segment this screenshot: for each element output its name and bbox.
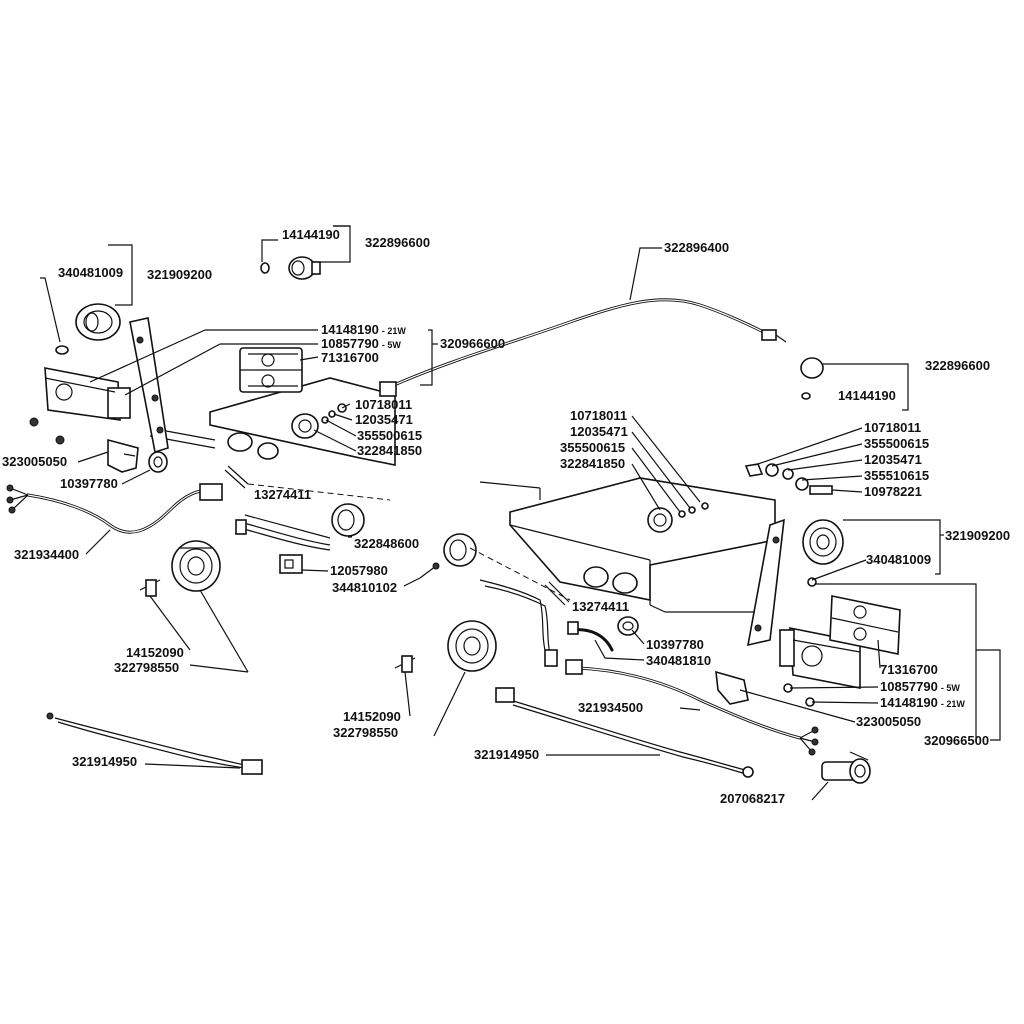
label-355500615-left: 355500615 xyxy=(357,428,423,443)
label-10978221: 10978221 xyxy=(864,484,922,499)
label-321934500: 321934500 xyxy=(578,700,644,715)
right-bracket-plate-323005050 xyxy=(715,670,749,705)
right-rear-lamp-lens xyxy=(829,595,901,655)
label-321909200-left: 321909200 xyxy=(147,267,213,282)
harness-321914950-left xyxy=(46,712,263,775)
label-10718011-left: 10718011 xyxy=(355,397,413,412)
mid-washers xyxy=(647,502,709,533)
label-322841850-left: 322841850 xyxy=(357,443,423,458)
label-5w-right: - 5W xyxy=(940,683,960,693)
mid-round-grommet xyxy=(443,533,477,567)
label-71316700-right: 71316700 xyxy=(880,662,938,677)
top-bulb-socket xyxy=(260,256,321,280)
label-322798550-left: 322798550 xyxy=(114,660,180,675)
label-14152090-left: 14152090 xyxy=(126,645,184,660)
label-10718011-mid: 10718011 xyxy=(570,408,628,423)
left-fog-lamp xyxy=(171,540,221,592)
harness-321934500 xyxy=(565,659,819,756)
label-14148190-right: 14148190- 21W xyxy=(880,696,965,711)
label-5w-left: - 5W xyxy=(381,340,401,350)
mid-pin-13274411 xyxy=(544,581,570,606)
left-reflector-lamp xyxy=(75,303,121,341)
harness-321934400 xyxy=(6,483,223,534)
mid-fog-lamp xyxy=(447,620,497,672)
left-round-grommet-322848600 xyxy=(331,503,365,537)
label-321909200-right: 321909200 xyxy=(945,528,1011,543)
left-grommet-10397780 xyxy=(148,451,168,473)
label-12035471-right: 12035471 xyxy=(864,452,922,467)
left-mounting-bracket xyxy=(129,317,169,454)
right-hardware xyxy=(744,357,833,707)
label-10397780-left: 10397780 xyxy=(60,476,118,491)
label-10397780-right: 10397780 xyxy=(646,637,704,652)
label-321914950-mid: 321914950 xyxy=(474,747,540,762)
mid-fog-bulb xyxy=(394,655,416,673)
label-320966600: 320966600 xyxy=(440,336,506,351)
label-322896400: 322896400 xyxy=(664,240,730,255)
socket-207068217 xyxy=(821,751,871,784)
label-322896600-top: 322896600 xyxy=(365,235,431,250)
label-321934400: 321934400 xyxy=(14,547,80,562)
right-tail-light xyxy=(779,627,861,689)
label-12057980: 12057980 xyxy=(330,563,388,578)
label-10718011-right: 10718011 xyxy=(864,420,922,435)
label-322848600: 322848600 xyxy=(354,536,420,551)
label-322896600-right: 322896600 xyxy=(925,358,991,373)
label-340481810: 340481810 xyxy=(646,653,712,668)
label-14148190-left: 14148190- 21W xyxy=(321,323,406,338)
left-relay-12057980 xyxy=(279,554,303,574)
harness-321914950-mid xyxy=(495,687,754,778)
label-355500615-right: 355500615 xyxy=(864,436,930,451)
right-reflector-lamp xyxy=(802,519,844,565)
mid-sub-harness xyxy=(479,579,558,667)
label-323005050-right: 323005050 xyxy=(856,714,922,729)
label-21w-left: - 21W xyxy=(381,326,406,336)
label-322841850-mid: 322841850 xyxy=(560,456,626,471)
left-washers xyxy=(291,403,347,439)
cable-322896400 xyxy=(379,298,787,397)
label-322798550-mid: 322798550 xyxy=(333,725,399,740)
left-sub-harness xyxy=(235,514,331,551)
left-screw-344810102 xyxy=(419,562,440,579)
mid-wire-340481810 xyxy=(567,621,614,652)
label-14144190-top: 14144190 xyxy=(282,227,340,242)
left-bracket-plate-323005050 xyxy=(107,438,139,473)
label-12035471-left: 12035471 xyxy=(355,412,413,427)
label-21w-right: - 21W xyxy=(940,699,965,709)
label-10857790-left: 10857790- 5W xyxy=(321,337,401,352)
label-207068217: 207068217 xyxy=(720,791,786,806)
label-71316700-left: 71316700 xyxy=(321,350,379,365)
label-14152090-mid: 14152090 xyxy=(343,709,401,724)
label-321914950-left: 321914950 xyxy=(72,754,138,769)
leader-lines xyxy=(40,225,1001,801)
label-355500615-mid: 355500615 xyxy=(560,440,626,455)
label-355510615-right: 355510615 xyxy=(864,468,930,483)
label-13274411-mid: 13274411 xyxy=(572,599,630,614)
left-rear-lamp-lens xyxy=(239,347,303,393)
label-14144190-right: 14144190 xyxy=(838,388,896,403)
label-10857790-right: 10857790- 5W xyxy=(880,680,960,695)
label-340481009-right: 340481009 xyxy=(866,552,932,567)
right-bumper-bar xyxy=(479,477,776,613)
label-10857790-left-text: 10857790 xyxy=(321,336,379,351)
label-13274411-left: 13274411 xyxy=(254,487,312,502)
mid-grommet-10397780 xyxy=(617,616,639,636)
left-small-bulbs xyxy=(29,345,69,445)
left-tail-light xyxy=(44,367,131,421)
label-10857790-right-text: 10857790 xyxy=(880,679,938,694)
left-fog-bulb xyxy=(139,579,161,597)
label-320966500: 320966500 xyxy=(924,733,990,748)
label-323005050-left: 323005050 xyxy=(2,454,68,469)
label-344810102: 344810102 xyxy=(332,580,398,595)
label-340481009-left: 340481009 xyxy=(58,265,124,280)
label-14148190-right-text: 14148190 xyxy=(880,695,938,710)
right-mounting-bracket xyxy=(746,518,785,647)
label-12035471-mid: 12035471 xyxy=(570,424,628,439)
left-pin-13274411 xyxy=(224,465,249,489)
label-14148190-left-text: 14148190 xyxy=(321,322,379,337)
